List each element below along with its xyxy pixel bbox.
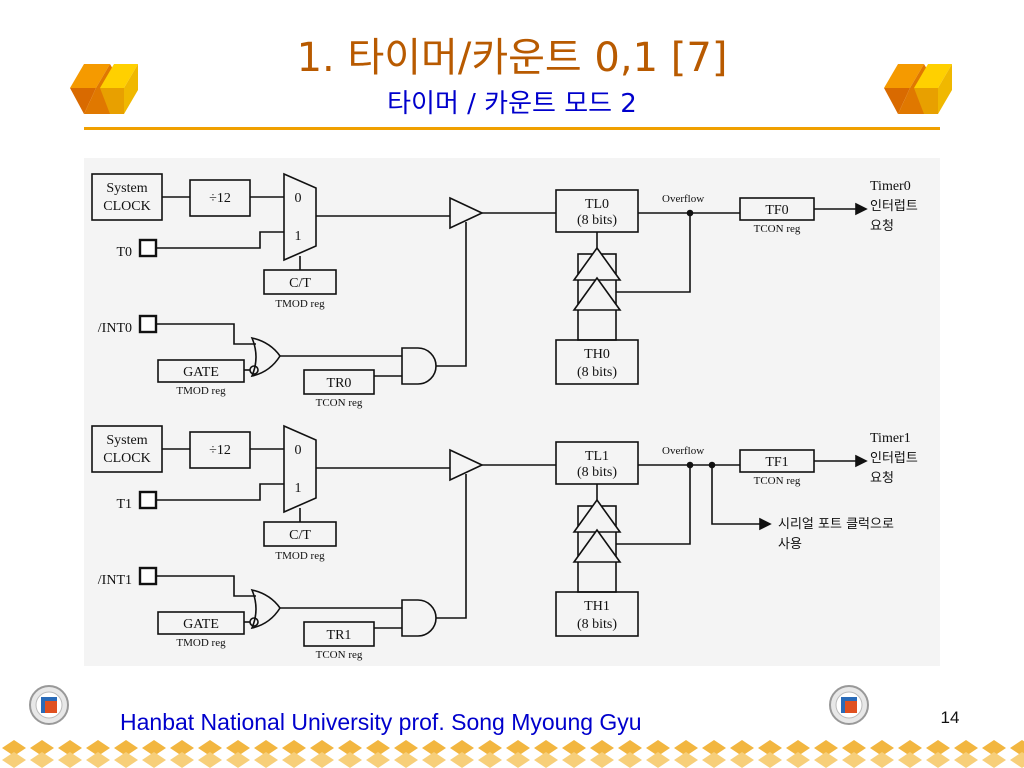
title-divider	[84, 127, 940, 130]
t0-int-square	[138, 314, 158, 334]
t0-tl-label-1: TL0	[585, 197, 609, 212]
t1-or-gate	[250, 588, 281, 630]
t1-reload-arrow-top	[572, 498, 622, 533]
t1-th-label-1: TH1	[584, 599, 610, 614]
t0-or-gate	[250, 336, 281, 378]
t0-overflow-label: Overflow	[662, 193, 704, 205]
t0-mux-0: 0	[295, 191, 302, 206]
t0-th-label-2: (8 bits)	[577, 365, 617, 380]
t0-buffer	[449, 196, 484, 230]
t1-clock-label-2: CLOCK	[103, 451, 150, 466]
t1-th-label-2: (8 bits)	[577, 617, 617, 632]
page-number: 14	[940, 708, 960, 727]
t1-serial-label-1: 시리얼 포트 클럭으로	[778, 517, 894, 532]
t1-tl-label-1: TL1	[585, 449, 609, 464]
cube-logo-left-icon	[70, 64, 138, 114]
t1-output-arrow	[855, 454, 868, 468]
t1-mux	[283, 424, 317, 514]
footer-text: Hanbat National University prof. Song My…	[120, 709, 642, 735]
t1-tl-label-2: (8 bits)	[577, 465, 617, 480]
t1-mux-0: 0	[295, 443, 302, 458]
t1-out-label-2: 인터럽트	[870, 451, 918, 466]
t0-out-label-3: 요청	[870, 219, 894, 234]
university-seal-left-icon	[29, 685, 69, 725]
t0-int-label: /INT0	[98, 321, 132, 336]
t1-out-label-1: Timer1	[870, 431, 911, 446]
t1-th-register	[555, 591, 639, 637]
t1-int-label: /INT1	[98, 573, 132, 588]
t0-gate-box	[157, 359, 245, 383]
timer-mode2-diagram: System CLOCK ÷12 0 1 T0 C/T TMOD reg TL0…	[84, 158, 940, 666]
t0-gate-reg: TMOD reg	[176, 385, 226, 397]
t1-ct-box	[263, 521, 337, 547]
t0-tf-reg: TCON reg	[754, 223, 801, 235]
t0-tr-label: TR0	[327, 376, 352, 391]
t1-out-label-3: 요청	[870, 471, 894, 486]
t0-reload-arrow-top	[572, 246, 622, 281]
t1-divider-label: ÷12	[209, 443, 231, 458]
t0-and-gate	[401, 347, 437, 385]
t1-and-gate	[401, 599, 437, 637]
t0-mux	[283, 172, 317, 262]
t1-buffer	[449, 448, 484, 482]
t1-gate-box	[157, 611, 245, 635]
t0-pin-square	[138, 238, 158, 258]
t1-reload-arrow-bottom	[572, 528, 622, 563]
t1-serial-arrow	[759, 517, 772, 531]
t1-ct-label: C/T	[289, 528, 311, 543]
timer1-circuit: System CLOCK ÷12 0 1 T1 C/T TMOD reg TL1…	[91, 424, 918, 661]
t1-tr-reg: TCON reg	[316, 649, 363, 661]
t0-clock-label-2: CLOCK	[103, 199, 150, 214]
t0-reload-arrow-bottom	[572, 276, 622, 311]
t0-th-label-1: TH0	[584, 347, 610, 362]
t0-tf-label: TF0	[765, 203, 788, 218]
t0-ct-label: C/T	[289, 276, 311, 291]
t0-ct-box	[263, 269, 337, 295]
t1-gate-label: GATE	[183, 617, 219, 632]
footer-pattern-band	[0, 738, 1024, 768]
t1-tr-label: TR1	[327, 628, 352, 643]
t0-output-arrow	[855, 202, 868, 216]
t1-divider-box	[189, 431, 251, 469]
t1-tr-box	[303, 621, 375, 647]
t0-mux-1: 1	[295, 229, 302, 244]
slide-subtitle: 타이머 / 카운트 모드 2	[387, 89, 637, 119]
t1-ct-reg: TMOD reg	[275, 550, 325, 562]
cube-logo-right-icon	[884, 64, 952, 114]
t1-gate-reg: TMOD reg	[176, 637, 226, 649]
t0-tr-box	[303, 369, 375, 395]
t1-int-square	[138, 566, 158, 586]
t0-tl-label-2: (8 bits)	[577, 213, 617, 228]
university-seal-right-icon	[829, 685, 869, 725]
t1-tf-label: TF1	[765, 455, 788, 470]
t1-serial-label-2: 사용	[778, 537, 802, 552]
t0-clock-label-1: System	[106, 181, 147, 196]
t1-clock-label-1: System	[106, 433, 147, 448]
t0-th-register	[555, 339, 639, 385]
t0-out-label-1: Timer0	[870, 179, 911, 194]
slide-title: 1. 타이머/카운트 0,1 [7]	[296, 35, 728, 81]
t0-divider-label: ÷12	[209, 191, 231, 206]
t1-mux-1: 1	[295, 481, 302, 496]
t1-pin-label: T1	[116, 497, 132, 512]
t1-overflow-label: Overflow	[662, 445, 704, 457]
t1-pin-square	[138, 490, 158, 510]
t0-out-label-2: 인터럽트	[870, 199, 918, 214]
t1-tf-reg: TCON reg	[754, 475, 801, 487]
t0-divider-box	[189, 179, 251, 217]
t0-pin-label: T0	[116, 245, 132, 260]
timer0-circuit: System CLOCK ÷12 0 1 T0 C/T TMOD reg TL0…	[91, 172, 918, 409]
t0-gate-label: GATE	[183, 365, 219, 380]
t0-ct-reg: TMOD reg	[275, 298, 325, 310]
t0-tr-reg: TCON reg	[316, 397, 363, 409]
